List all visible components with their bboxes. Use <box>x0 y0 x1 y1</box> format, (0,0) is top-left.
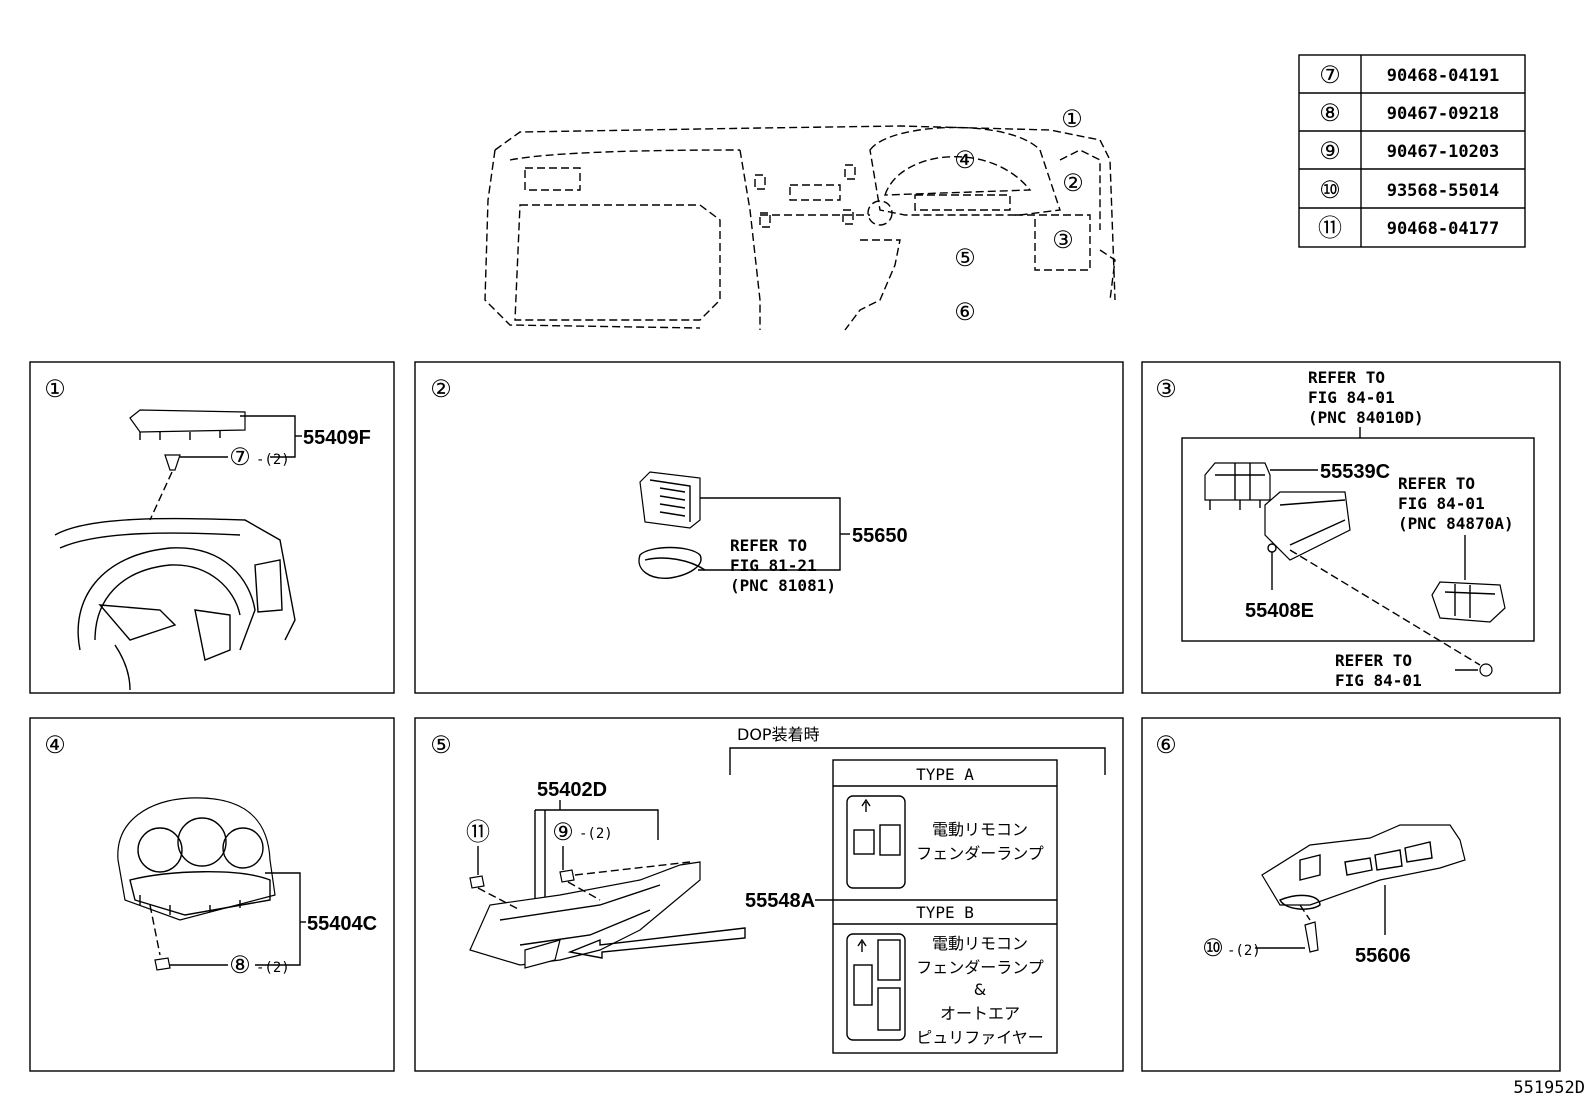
panel-6: ⑥ 55606 ⑩ -(2) <box>1141 717 1561 1072</box>
install-arrow-icon <box>567 927 746 959</box>
panel-mark: ② <box>430 375 452 403</box>
panel-mark: ① <box>44 375 66 403</box>
wire-harness <box>638 546 702 579</box>
table-row: ⑧ 90467-09218 <box>1319 99 1499 127</box>
type-a-title: TYPE A <box>916 765 974 784</box>
quantity-label: -(2) <box>579 826 613 842</box>
quantity-label: -(2) <box>1227 943 1261 959</box>
refer-label: (PNC 81081) <box>730 576 836 595</box>
refer-label: REFER TO <box>1308 368 1385 387</box>
type-a-line: 電動リモコン <box>932 820 1028 839</box>
fastener-mark: ⑧ <box>229 951 251 979</box>
overview-marker-2: ② <box>1062 169 1084 197</box>
table-part-number: 90468-04177 <box>1387 219 1500 239</box>
switch-part <box>639 471 701 529</box>
part-number: 55408E <box>1245 600 1314 622</box>
refer-label: (PNC 84870A) <box>1398 514 1514 533</box>
svg-text:⑤: ⑤ <box>954 244 976 272</box>
panel-mark: ③ <box>1155 375 1177 403</box>
panel-2: ② 55650 REFER TO FIG 81-21 (PNC 81081) <box>414 361 1124 694</box>
fastener-mark: ⑨ <box>552 818 574 846</box>
refer-label: (PNC 84010D) <box>1308 408 1424 427</box>
part-number: 55404C <box>307 913 377 935</box>
overview-marker-6: ⑥ <box>954 298 976 326</box>
panel-mark: ⑤ <box>430 731 452 759</box>
screw-part <box>1304 921 1319 953</box>
panel-4: ④ ⑧ -(2) 55404C <box>29 717 395 1072</box>
overview-marker-4: ④ <box>954 146 976 174</box>
panel-mark: ④ <box>44 731 66 759</box>
panel-3: ③ REFER TO FIG 84-01 (PNC 84010D) 55539C… <box>1141 361 1561 694</box>
overview-marker-5: ⑤ <box>954 244 976 272</box>
type-b-title: TYPE B <box>916 903 974 922</box>
refer-label: REFER TO <box>730 536 807 555</box>
type-b-line: オートエア <box>940 1004 1020 1023</box>
lower-panel-part <box>469 861 701 966</box>
clip-part <box>154 957 171 971</box>
console-tray-part <box>1261 824 1466 906</box>
panel-mark: ⑥ <box>1155 731 1177 759</box>
overview-marker-3: ③ <box>1052 226 1074 254</box>
table-mark: ⑦ <box>1319 61 1341 89</box>
switch-block-part <box>1204 462 1271 501</box>
fastener-mark: ⑩ <box>1202 934 1224 962</box>
refer-label: REFER TO <box>1335 651 1412 670</box>
refer-label: FIG 81-21 <box>730 556 817 575</box>
diagram-id: 551952D <box>1513 1078 1585 1098</box>
part-number: 55409F <box>303 427 371 449</box>
table-row: ⑩ 93568-55014 <box>1319 176 1499 204</box>
clip-part <box>559 869 575 883</box>
cover-part <box>129 409 246 433</box>
dop-label: DOP装着時 <box>737 725 820 744</box>
table-part-number: 93568-55014 <box>1387 181 1500 201</box>
refer-label: REFER TO <box>1398 474 1475 493</box>
dashboard-overview: ① ② ③ ④ ⑤ ⑥ <box>484 105 1116 331</box>
table-mark: ⑪ <box>1318 214 1342 242</box>
table-row: ⑨ 90467-10203 <box>1319 137 1499 165</box>
clip-part <box>164 454 181 471</box>
quantity-label: -(2) <box>256 960 290 976</box>
type-b-line: フェンダーランプ <box>916 958 1044 977</box>
svg-text:②: ② <box>1062 169 1084 197</box>
clip-part <box>469 875 485 889</box>
table-mark: ⑧ <box>1319 99 1341 127</box>
panel-1: ① ⑦ -(2) 55409F <box>29 361 395 694</box>
fastener-mark: ⑦ <box>229 443 251 471</box>
svg-text:④: ④ <box>954 146 976 174</box>
type-b-line: ピュリファイヤー <box>916 1028 1044 1047</box>
panel-5: ⑤ 55402D ⑪ ⑨ -(2) DOP装着時 TYPE A TYPE B <box>414 717 1124 1072</box>
part-number: 55539C <box>1320 461 1390 483</box>
part-number: 55650 <box>852 525 908 547</box>
table-mark: ⑨ <box>1319 137 1341 165</box>
type-b-line: 電動リモコン <box>932 934 1028 953</box>
table-part-number: 90467-09218 <box>1387 104 1500 124</box>
overview-marker-1: ① <box>1061 105 1083 133</box>
svg-text:⑥: ⑥ <box>954 298 976 326</box>
refer-label: FIG 84-01 <box>1335 671 1422 690</box>
fastener-table: ⑦ 90468-04191 ⑧ 90467-09218 ⑨ 90467-1020… <box>1298 54 1526 248</box>
type-a-switch <box>846 795 906 889</box>
table-part-number: 90467-10203 <box>1387 142 1500 162</box>
table-row: ⑦ 90468-04191 <box>1319 61 1499 89</box>
part-number: 55606 <box>1355 945 1411 967</box>
quantity-label: -(2) <box>256 452 290 468</box>
control-module-part <box>1431 581 1506 623</box>
svg-text:③: ③ <box>1052 226 1074 254</box>
refer-label: FIG 84-01 <box>1398 494 1485 513</box>
type-a-line: フェンダーランプ <box>916 844 1044 863</box>
part-number: 55548A <box>745 890 815 912</box>
box-part <box>1264 491 1351 561</box>
refer-label: FIG 84-01 <box>1308 388 1395 407</box>
part-number: 55402D <box>537 779 607 801</box>
type-b-line: & <box>974 980 986 999</box>
table-row: ⑪ 90468-04177 <box>1318 214 1499 242</box>
screw-part <box>1479 663 1493 677</box>
table-mark: ⑩ <box>1319 176 1341 204</box>
type-b-switch <box>846 933 906 1041</box>
fastener-mark: ⑪ <box>466 818 490 846</box>
svg-text:①: ① <box>1061 105 1083 133</box>
table-part-number: 90468-04191 <box>1387 66 1500 86</box>
